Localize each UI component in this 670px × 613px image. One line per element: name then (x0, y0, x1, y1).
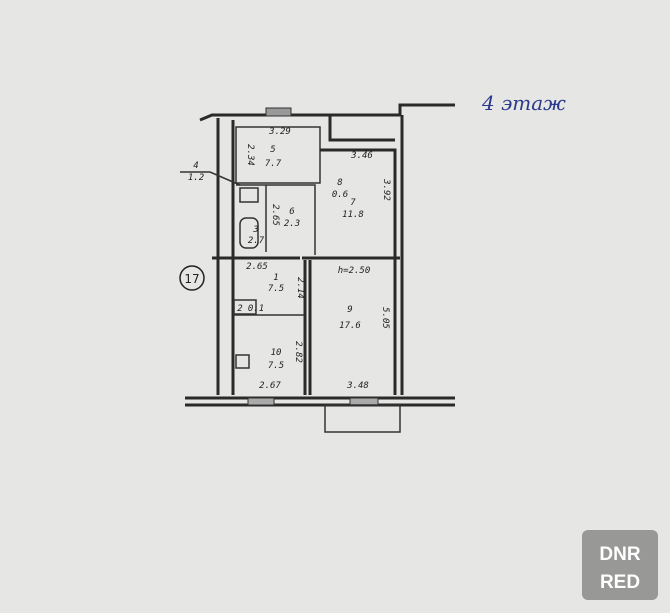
room-8-area: 0.6 (332, 190, 348, 200)
room-9-area: 17.6 (339, 321, 361, 331)
dim-2-34: 2.34 (245, 144, 255, 166)
dim-3-48: 3.48 (346, 381, 369, 391)
room-labels: 5 7.7 4 1.2 8 0.6 7 11.8 6 2.3 3 2.7 1 7… (180, 145, 364, 371)
watermark-line1: DNR (599, 544, 640, 565)
dim-3-29: 3.29 (268, 127, 291, 137)
room-4-number: 4 (193, 161, 198, 171)
ceiling-height: h=2.50 (338, 266, 371, 276)
room-3-number: 3 (252, 225, 258, 235)
room-2-number: 2 (237, 304, 242, 314)
dim-3-92: 3.92 (381, 178, 391, 201)
dim-2-82: 2.82 (293, 341, 303, 363)
apartment-number-badge: 17 (179, 265, 205, 291)
room-5-number: 5 (270, 145, 275, 155)
room-5-area: 7.7 (265, 159, 282, 169)
room-8-number: 8 (337, 178, 342, 188)
dim-3-46: 3.46 (350, 151, 373, 161)
walls (185, 103, 455, 433)
room-1-number: 1 (273, 273, 278, 283)
room-7-number: 7 (350, 198, 356, 208)
dim-2-14: 2.14 (295, 277, 305, 299)
dimension-labels: 3.29 2.34 3.46 3.92 2.65 2.65 2.14 5.05 … (245, 127, 391, 391)
room-4-area: 1.2 (188, 173, 204, 183)
apartment-number: 17 (184, 272, 199, 286)
room-9-number: 9 (347, 305, 352, 315)
floor-label: 4 этаж (481, 91, 566, 115)
dim-5-05: 5.05 (380, 307, 390, 329)
dim-2-65: 2.65 (246, 262, 268, 272)
room-10-number: 10 (271, 348, 282, 358)
room-2-area: 0.1 (248, 304, 264, 314)
room-10-area: 7.5 (268, 361, 284, 371)
watermark-logo: DNR RED (582, 530, 658, 600)
dim-2-67: 2.67 (259, 381, 281, 391)
room-1-area: 7.5 (268, 284, 284, 294)
room-6-number: 6 (289, 207, 294, 217)
watermark-line2: RED (600, 572, 640, 593)
room-7-area: 11.8 (342, 210, 364, 220)
room-6-area: 2.3 (284, 219, 300, 229)
room-3-area: 2.7 (248, 236, 265, 246)
dim-2-65-vertical: 2.65 (270, 204, 280, 226)
